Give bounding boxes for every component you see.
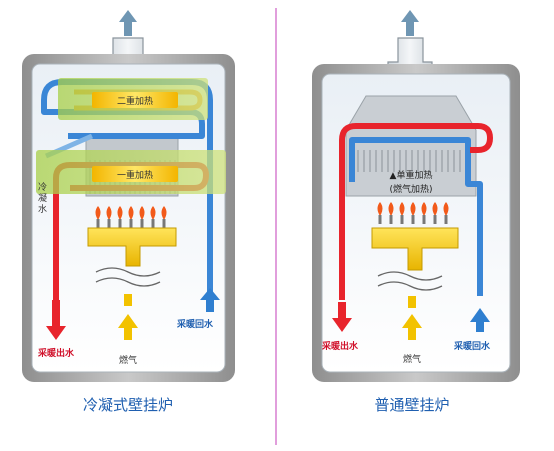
exhaust-arrow-right xyxy=(401,10,419,36)
secondary-heat-tag: 二重加热 xyxy=(92,92,178,108)
gas-arrow-right xyxy=(402,296,422,340)
flames-right xyxy=(377,202,449,224)
single-heat-label: ▲单重加热 xyxy=(390,169,433,181)
return-pipe-right xyxy=(349,137,483,296)
primary-heat-tag: 一重加热 xyxy=(92,166,178,182)
burner-manifold-right xyxy=(371,227,459,271)
gas-lines-right xyxy=(377,271,443,291)
flames-left xyxy=(95,206,167,228)
return-in-arrow-left xyxy=(200,288,220,312)
hot-pipe-right xyxy=(339,123,493,300)
gas-lines-left xyxy=(95,267,161,287)
condensate-char-2: 凝 xyxy=(38,193,47,204)
gas-label-right: 燃气 xyxy=(403,353,421,365)
condensate-label: 冷 凝 水 xyxy=(38,181,50,215)
heating-return-label-right: 采暖回水 xyxy=(453,340,491,352)
burner-manifold-left xyxy=(87,227,177,267)
return-in-arrow-right xyxy=(470,308,490,332)
hot-out-arrow-right xyxy=(332,302,352,332)
exchanger-housing-right xyxy=(345,95,477,197)
ordinary-boiler: ▲单重加热 (燃气加热) xyxy=(312,10,520,414)
caption-left: 冷凝式壁挂炉 xyxy=(83,396,173,414)
gas-label-left: 燃气 xyxy=(119,354,137,366)
caption-right: 普通壁挂炉 xyxy=(374,396,449,414)
condensate-char-1: 冷 xyxy=(38,181,47,193)
primary-heat-label: 一重加热 xyxy=(117,169,153,181)
heating-out-label-right: 采暖出水 xyxy=(321,340,359,352)
gas-arrow-left xyxy=(118,294,138,340)
condensate-char-3: 水 xyxy=(38,203,47,215)
gas-note-label: (燃气加热) xyxy=(389,183,432,195)
exhaust-arrow-left xyxy=(119,10,137,36)
single-heat-text: 单重加热 xyxy=(396,169,432,181)
heating-return-label-left: 采暖回水 xyxy=(176,318,214,330)
hot-out-arrow-left xyxy=(46,300,66,340)
up-arrow-glyph: ▲ xyxy=(390,171,397,181)
condensing-boiler: 二重加热 一重加热 冷 凝 水 xyxy=(22,10,235,414)
heating-out-label-left: 采暖出水 xyxy=(37,347,75,359)
secondary-heat-label: 二重加热 xyxy=(117,95,153,107)
